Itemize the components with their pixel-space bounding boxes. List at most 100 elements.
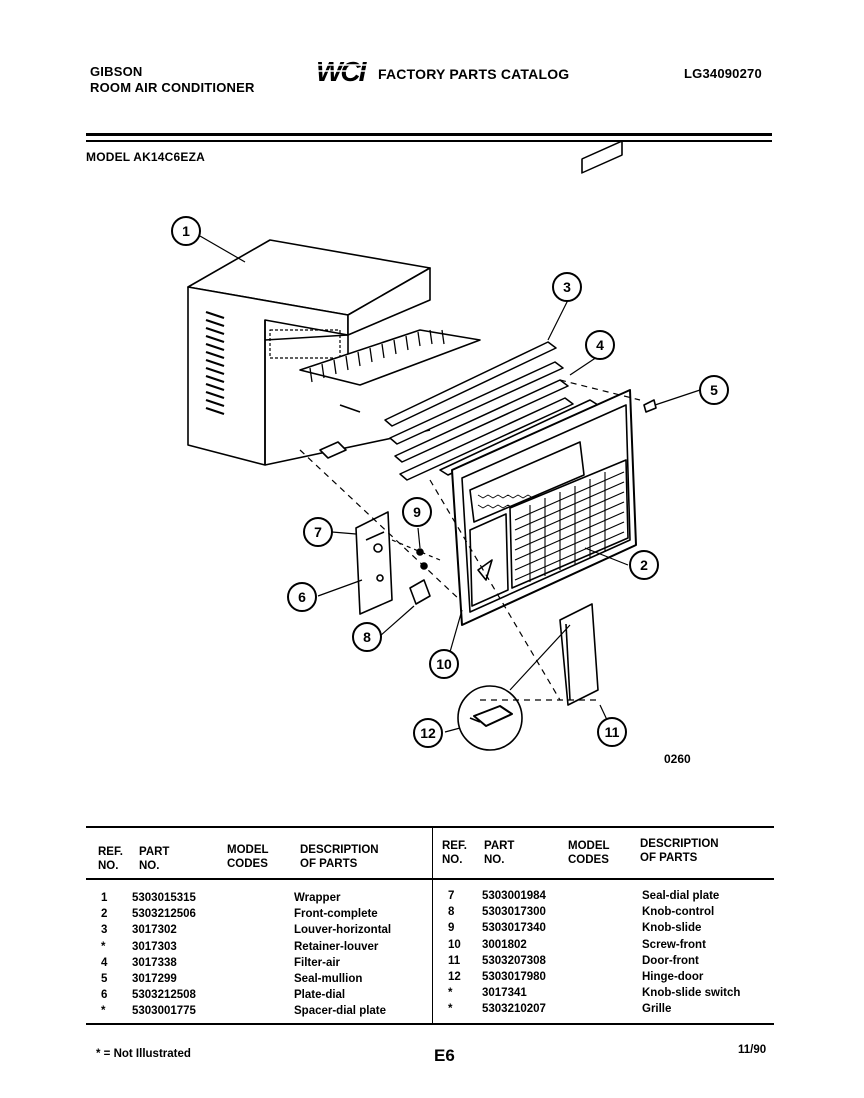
- table-rule-bottom: [86, 1023, 774, 1025]
- table-cell: 5303017980: [482, 970, 546, 983]
- wrapper-cabinet: [187, 239, 481, 466]
- model-number: MODEL AK14C6EZA: [86, 150, 206, 164]
- callout-6: 6: [287, 582, 317, 612]
- col-ref-header-right: REF.NO.: [442, 840, 467, 866]
- callout-7: 7: [303, 517, 333, 547]
- callout-label: 2: [640, 557, 648, 573]
- callout-12: 12: [413, 718, 443, 748]
- table-rule-header: [86, 878, 774, 880]
- seal-mullion: [643, 399, 657, 413]
- callout-label: 1: [182, 223, 190, 239]
- table-cell: 9: [448, 922, 455, 935]
- table-cell: Grille: [642, 1003, 672, 1016]
- front-door: [559, 603, 599, 706]
- table-cell: 5: [101, 972, 108, 985]
- table-cell: 3017302: [132, 924, 177, 937]
- table-cell: 8: [448, 906, 455, 919]
- brand-name: GIBSON: [90, 64, 143, 79]
- col-ref-header: REF.NO.: [98, 846, 123, 872]
- table-cell: Knob-slide: [642, 922, 702, 935]
- wci-logo: WCI: [314, 56, 378, 90]
- table-cell: 12: [448, 970, 461, 983]
- table-cell: 5303210207: [482, 1003, 546, 1016]
- callout-2: 2: [629, 550, 659, 580]
- callout-10: 10: [429, 649, 459, 679]
- table-cell: Door-front: [642, 954, 699, 967]
- callout-5: 5: [699, 375, 729, 405]
- callout-label: 5: [710, 382, 718, 398]
- table-cell: 3017299: [132, 972, 177, 985]
- table-cell: 5303212508: [132, 989, 196, 1002]
- table-cell: *: [101, 1005, 106, 1018]
- table-divider: [432, 828, 433, 1024]
- table-cell: *: [101, 940, 106, 953]
- table-cell: Louver-horizontal: [294, 924, 392, 937]
- catalog-code: LG34090270: [684, 66, 762, 81]
- table-cell: 1: [101, 892, 108, 904]
- table-cell: Knob-slide switch: [642, 987, 741, 1000]
- table-cell: Knob-control: [642, 906, 715, 919]
- hinge-detail: [457, 685, 523, 751]
- callout-label: 6: [298, 589, 306, 605]
- table-cell: 5303015315: [132, 892, 196, 904]
- page-number: E6: [434, 1046, 455, 1065]
- table-cell: Seal-dial plate: [642, 890, 720, 902]
- callout-label: 12: [420, 725, 436, 741]
- table-cell: 5303001775: [132, 1005, 196, 1018]
- table-cell: 10: [448, 938, 461, 951]
- dial-plate: [355, 511, 393, 615]
- callout-label: 8: [363, 629, 371, 645]
- table-cell: 3: [101, 924, 108, 937]
- product-type: ROOM AIR CONDITIONER: [90, 80, 255, 95]
- table-cell: Spacer-dial plate: [294, 1005, 387, 1018]
- callout-3: 3: [552, 272, 582, 302]
- right-desc-column: Seal-dial plate Knob-control Knob-slide …: [642, 888, 740, 1018]
- table-cell: Retainer-louver: [294, 940, 379, 953]
- table-rule-top: [86, 826, 774, 828]
- callout-label: 10: [436, 656, 452, 672]
- header-rule-top: [86, 133, 772, 136]
- knobs: [409, 548, 431, 605]
- table-cell: Wrapper: [294, 892, 341, 904]
- left-part-column: 5303015315 5303212506 3017302 3017303 30…: [132, 890, 196, 1020]
- table-cell: 4: [101, 956, 108, 969]
- table-cell: *: [448, 1003, 453, 1016]
- figure-code: 0260: [664, 752, 691, 766]
- table-cell: Seal-mullion: [294, 972, 363, 985]
- table-cell: 5303017340: [482, 922, 546, 935]
- table-cell: Screw-front: [642, 938, 706, 951]
- table-cell: 5303001984: [482, 890, 546, 902]
- callout-label: 11: [605, 724, 620, 740]
- callout-9: 9: [402, 497, 432, 527]
- table-cell: 3017303: [132, 940, 177, 953]
- left-desc-column: Wrapper Front-complete Louver-horizontal…: [294, 890, 391, 1020]
- table-cell: *: [448, 987, 453, 1000]
- right-ref-column: 7 8 9 10 11 12 * *: [448, 888, 461, 1018]
- table-cell: 5303207308: [482, 954, 546, 967]
- table-cell: 3017338: [132, 956, 177, 969]
- revision-date: 11/90: [738, 1044, 767, 1056]
- table-cell: 2: [101, 908, 108, 921]
- callout-11: 11: [597, 717, 627, 747]
- callout-4: 4: [585, 330, 615, 360]
- table-cell: 6: [101, 989, 108, 1002]
- footnote: * = Not Illustrated: [96, 1048, 191, 1060]
- table-cell: 11: [448, 954, 461, 967]
- callout-label: 7: [314, 524, 322, 540]
- left-ref-column: 1 2 3 * 4 5 6 *: [101, 890, 107, 1020]
- table-cell: Filter-air: [294, 956, 341, 969]
- louvers: [384, 341, 574, 481]
- callout-label: 9: [413, 504, 421, 520]
- callout-label: 3: [563, 279, 571, 295]
- table-cell: 7: [448, 890, 455, 902]
- table-cell: Front-complete: [294, 908, 378, 921]
- table-cell: Hinge-door: [642, 970, 704, 983]
- header-rule-bottom: [86, 140, 772, 142]
